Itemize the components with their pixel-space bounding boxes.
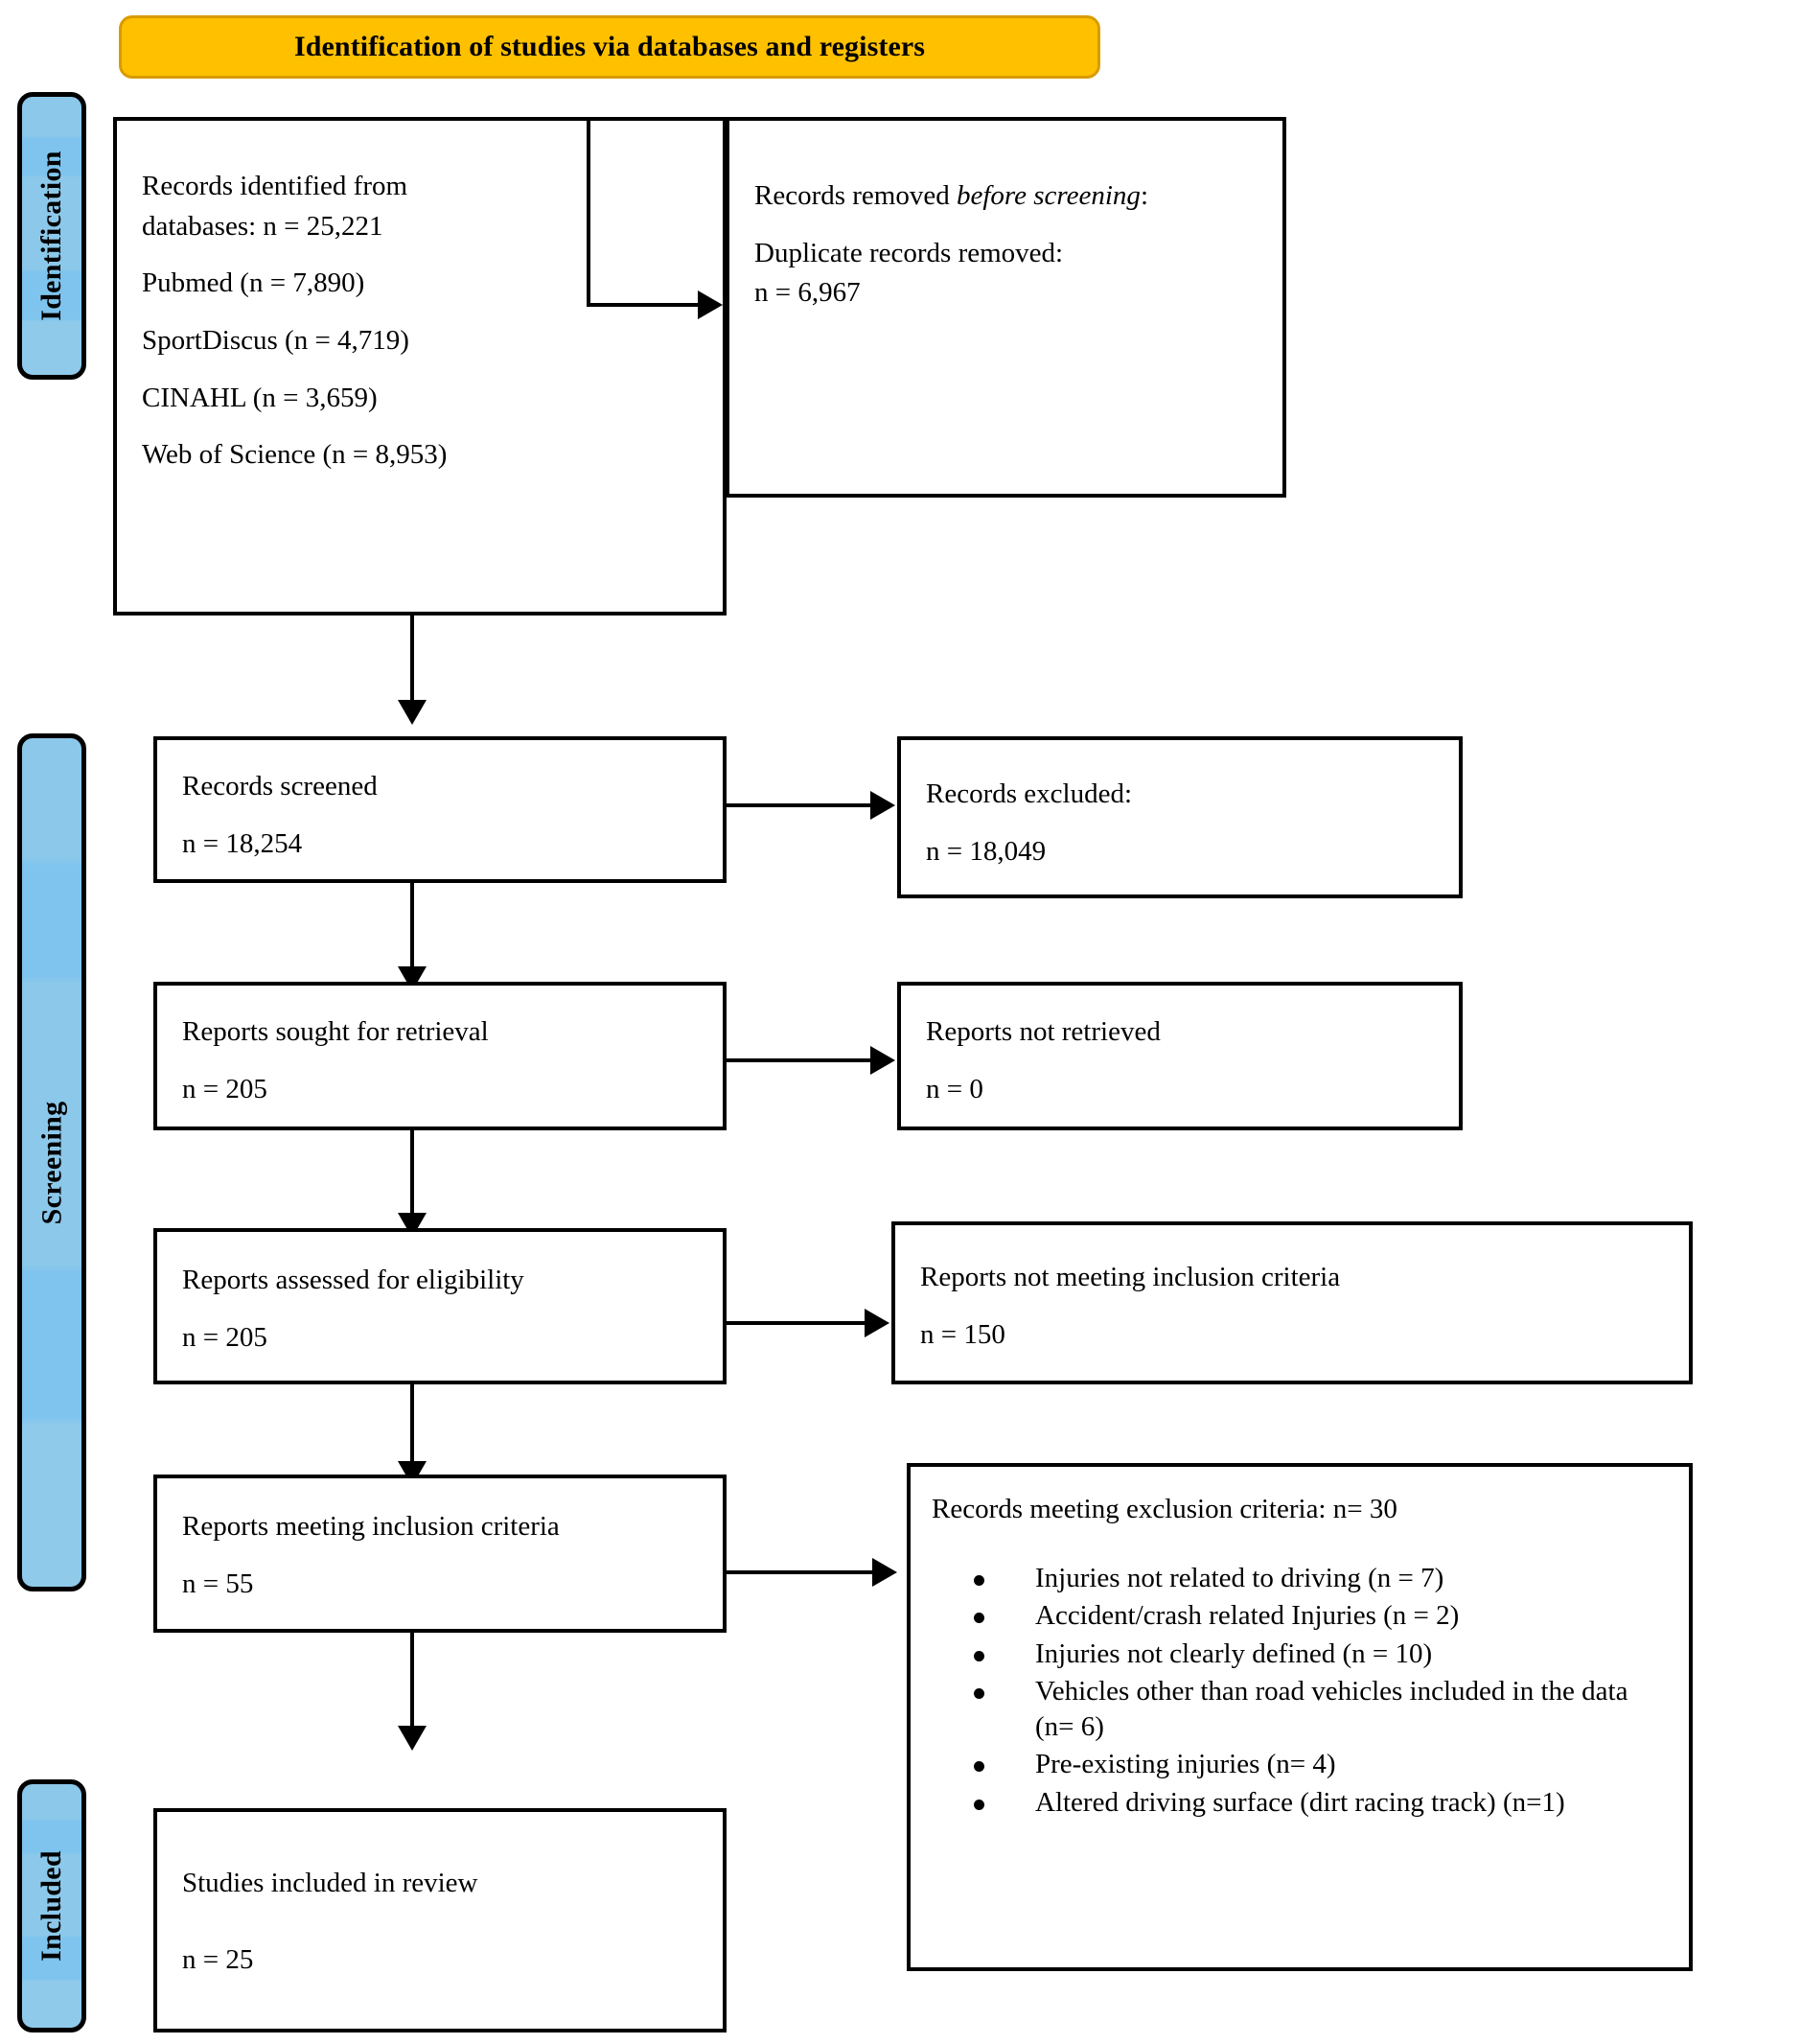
studies-included-count: n = 25: [182, 1943, 254, 1975]
exclusion-bullet-3: Injuries not clearly defined (n = 10): [1035, 1638, 1433, 1669]
arrow-identified-to-screened: [398, 700, 427, 725]
records-identified-box: Records identified from databases: n = 2…: [113, 117, 727, 616]
reports-sought-box: Reports sought for retrieval n = 205: [153, 982, 727, 1130]
reports-assessed-count: n = 205: [182, 1321, 267, 1353]
connector-screened-excluded: [725, 803, 872, 807]
reports-sought-count: n = 205: [182, 1073, 267, 1104]
records-identified-sportdiscus: SportDiscus (n = 4,719): [142, 325, 409, 357]
connector-screened-sought-line: [410, 881, 414, 973]
reports-not-meeting-box: Reports not meeting inclusion criteria n…: [891, 1221, 1693, 1384]
stage-tab-identification: Identification: [17, 92, 86, 380]
duplicate-records-count: n = 6,967: [754, 277, 861, 309]
records-screened-count: n = 18,254: [182, 827, 303, 859]
connector-identified-screened-line: [410, 612, 414, 706]
arrow-meeting-to-included: [398, 1726, 427, 1751]
arrow-assessed-to-not-meeting: [865, 1309, 889, 1337]
bullet-dot-icon: [974, 1761, 984, 1773]
list-item: Injuries not related to driving (n = 7): [932, 1561, 1668, 1596]
arrow-sought-to-not-retrieved: [870, 1046, 895, 1075]
exclusion-criteria-header: Records meeting exclusion criteria: n= 3…: [932, 1494, 1397, 1524]
bullet-dot-icon: [974, 1650, 984, 1661]
exclusion-criteria-box: Records meeting exclusion criteria: n= 3…: [907, 1463, 1693, 1971]
bullet-dot-icon: [974, 1613, 984, 1624]
reports-not-retrieved-box: Reports not retrieved n = 0: [897, 982, 1463, 1130]
records-identified-line-1: Records identified from: [142, 171, 408, 201]
list-item: Vehicles other than road vehicles includ…: [932, 1674, 1668, 1744]
studies-included-label: Studies included in review: [182, 1868, 478, 1898]
list-item: Accident/crash related Injuries (n = 2): [932, 1598, 1668, 1634]
arrow-identified-to-removed: [698, 290, 723, 319]
list-item: Altered driving surface (dirt racing tra…: [932, 1785, 1668, 1821]
stage-tab-identification-label: Identification: [35, 151, 68, 321]
reports-not-retrieved-label: Reports not retrieved: [926, 1016, 1161, 1047]
records-removed-heading-pre: Records removed: [754, 180, 957, 211]
connector-meeting-exclusion: [725, 1570, 874, 1574]
list-item: Injuries not clearly defined (n = 10): [932, 1637, 1668, 1672]
connector-assessed-notmeeting: [725, 1321, 866, 1325]
diagram-title-banner: Identification of studies via databases …: [119, 15, 1100, 79]
records-removed-heading-italic: before screening: [957, 180, 1141, 211]
connector-sought-notretrieved: [725, 1058, 872, 1062]
reports-not-retrieved-count: n = 0: [926, 1073, 983, 1104]
connector-assessed-meeting-line: [410, 1382, 414, 1467]
records-screened-box: Records screened n = 18,254: [153, 736, 727, 883]
records-removed-box: Records removed before screening: Duplic…: [726, 117, 1286, 498]
records-removed-heading-post: :: [1140, 180, 1148, 211]
connector-meeting-included-line: [410, 1631, 414, 1732]
bullet-dot-icon: [974, 1688, 984, 1700]
arrow-meeting-to-exclusion: [872, 1558, 897, 1587]
reports-sought-label: Reports sought for retrieval: [182, 1016, 489, 1047]
reports-assessed-label: Reports assessed for eligibility: [182, 1265, 524, 1295]
reports-not-meeting-label: Reports not meeting inclusion criteria: [920, 1262, 1341, 1292]
list-item: Pre-existing injuries (n= 4): [932, 1747, 1668, 1782]
reports-assessed-box: Reports assessed for eligibility n = 205: [153, 1228, 727, 1384]
reports-meeting-count: n = 55: [182, 1568, 254, 1599]
stage-tab-included: Included: [17, 1779, 86, 2032]
stage-tab-screening-label: Screening: [35, 1101, 67, 1224]
page-title: Identification of studies via databases …: [293, 31, 926, 62]
records-removed-heading: Records removed before screening:: [754, 178, 1258, 215]
bullet-dot-icon: [974, 1574, 984, 1586]
stage-tab-included-label: Included: [35, 1850, 67, 1962]
duplicate-records-label: Duplicate records removed:: [754, 237, 1064, 268]
records-screened-label: Records screened: [182, 771, 378, 801]
records-excluded-count: n = 18,049: [926, 835, 1047, 867]
records-identified-webofscience: Web of Science (n = 8,953): [142, 439, 448, 471]
reports-meeting-box: Reports meeting inclusion criteria n = 5…: [153, 1475, 727, 1633]
connector-identified-removed-line: [587, 303, 700, 307]
exclusion-bullet-6: Altered driving surface (dirt racing tra…: [1035, 1786, 1565, 1818]
bullet-dot-icon: [974, 1799, 984, 1810]
arrow-screened-to-excluded: [870, 791, 895, 820]
reports-not-meeting-count: n = 150: [920, 1318, 1005, 1350]
exclusion-bullet-1: Injuries not related to driving (n = 7): [1035, 1562, 1444, 1593]
exclusion-bullet-4: Vehicles other than road vehicles includ…: [1035, 1676, 1628, 1742]
exclusion-bullet-5: Pre-existing injuries (n= 4): [1035, 1749, 1336, 1780]
records-excluded-box: Records excluded: n = 18,049: [897, 736, 1463, 898]
connector-sought-assessed-line: [410, 1128, 414, 1219]
records-excluded-label: Records excluded:: [926, 778, 1133, 809]
records-identified-pubmed: Pubmed (n = 7,890): [142, 267, 365, 299]
connector-identified-removed-stub: [587, 121, 590, 305]
records-identified-cinahl: CINAHL (n = 3,659): [142, 382, 378, 413]
reports-meeting-label: Reports meeting inclusion criteria: [182, 1511, 560, 1542]
exclusion-criteria-list: Injuries not related to driving (n = 7) …: [932, 1561, 1668, 1821]
stage-tab-screening: Screening: [17, 733, 86, 1591]
studies-included-box: Studies included in review n = 25: [153, 1808, 727, 2032]
records-identified-line-2: databases: n = 25,221: [142, 210, 383, 242]
exclusion-bullet-2: Accident/crash related Injuries (n = 2): [1035, 1600, 1460, 1632]
